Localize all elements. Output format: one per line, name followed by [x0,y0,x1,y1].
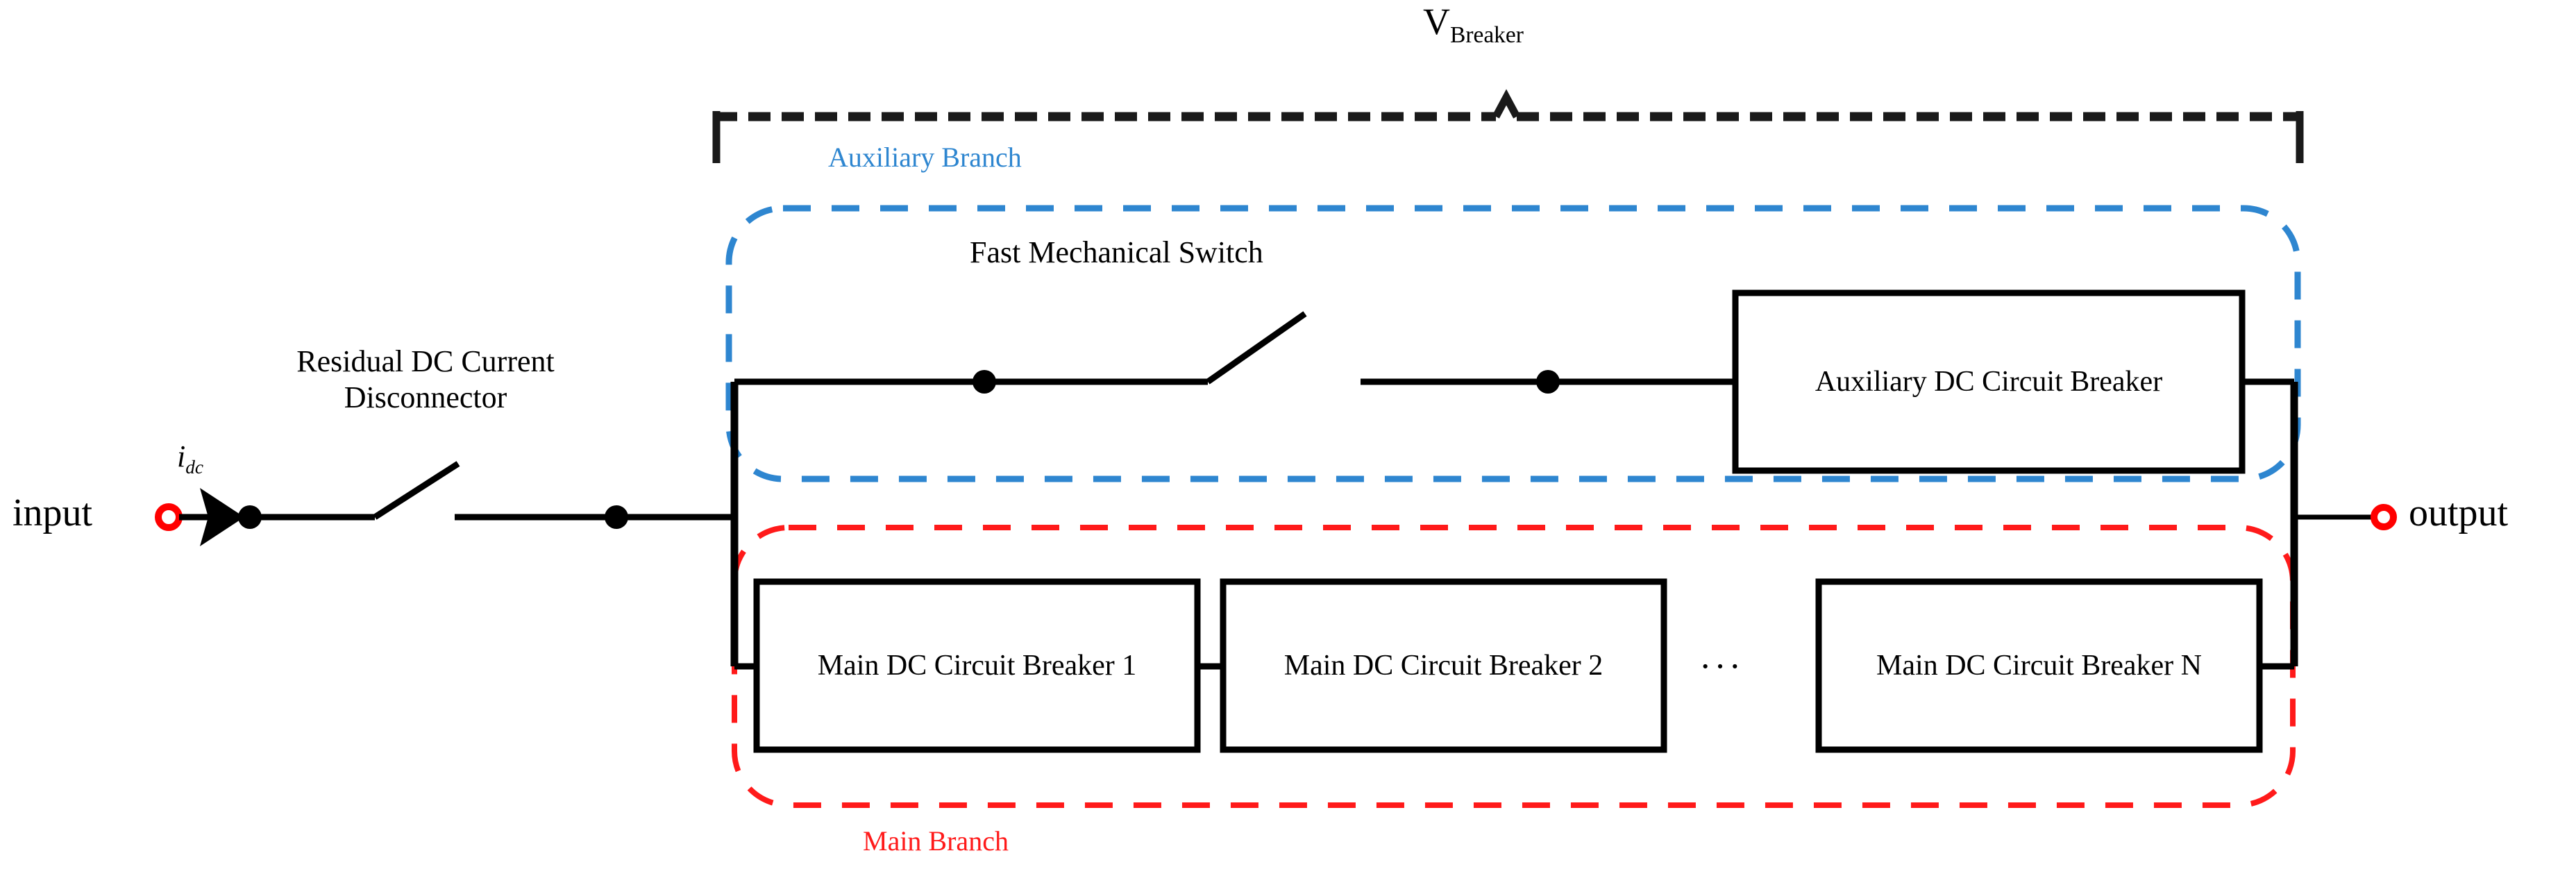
disconnector-blade [373,461,460,520]
auxiliary-breaker-box [1732,289,2246,474]
aux-node-dot-right [1536,370,1560,394]
main-breaker-box-1 [753,578,1201,753]
auxiliary-branch-wires [734,311,2294,394]
dc-current-subscript: dc [185,456,203,478]
vbreaker-bracket [712,89,2304,163]
output-label: output [2409,491,2509,534]
main-breaker-box-2 [1220,578,1667,753]
breaker-series-ellipsis: ··· [1699,647,1744,686]
disconnector-label-line1: Residual DC Current [296,344,555,378]
fast-mechanical-switch-label: Fast Mechanical Switch [970,235,1263,269]
main-breaker-box-n [1815,578,2263,753]
auxiliary-branch-outline [725,205,2301,482]
input-wire-group [155,461,732,546]
vbreaker-label: VBreaker [1423,0,1524,49]
bus-input-node-dot [605,505,628,529]
dc-current-label: idc [177,439,203,478]
vbreaker-subscript: Breaker [1450,22,1524,48]
main-branch-label: Main Branch [863,825,1009,857]
residual-dc-disconnector-label: Residual DC Current Disconnector [249,344,603,416]
input-label: input [12,491,93,534]
fast-mechanical-switch-blade [1206,311,1307,385]
current-direction-arrow [200,488,244,546]
vbreaker-symbol: V [1423,1,1450,42]
input-terminal-ring [155,503,183,531]
aux-node-dot-left [973,370,996,394]
dc-current-symbol: i [177,439,186,473]
output-wire-group [2294,504,2397,530]
auxiliary-branch-label: Auxiliary Branch [828,142,1022,173]
output-terminal-ring [2371,504,2397,530]
disconnector-label-line2: Disconnector [344,380,507,414]
